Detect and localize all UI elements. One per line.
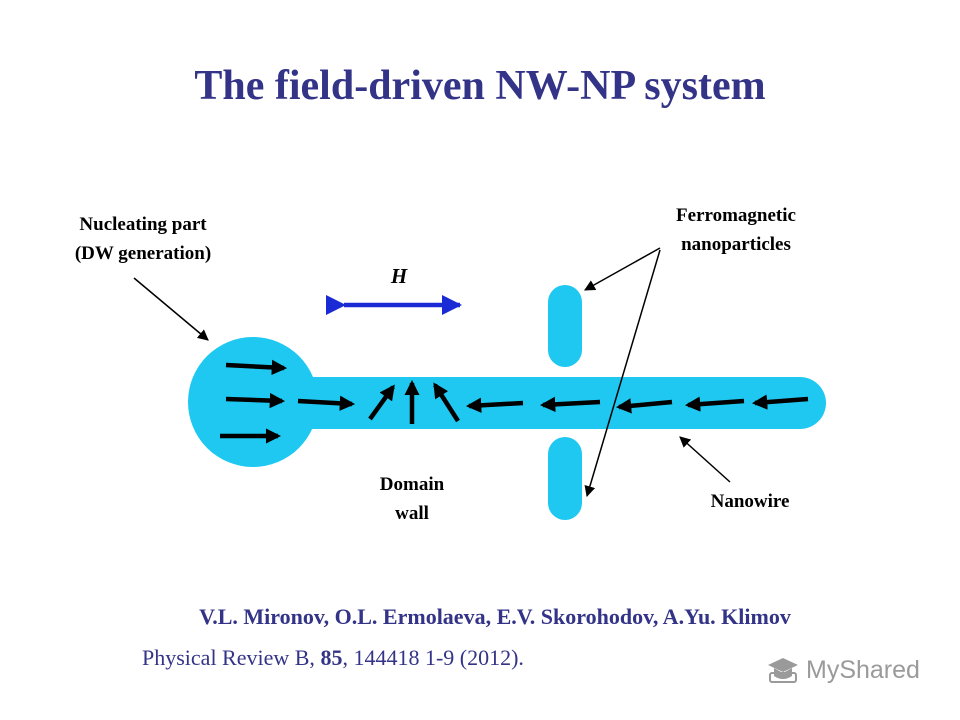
watermark: MyShared: [766, 655, 920, 685]
label-ferromagnetic-nanoparticles: Ferromagnetic nanoparticles: [631, 201, 841, 259]
domain-line1: Domain: [379, 474, 445, 495]
nanoparticle-bottom: [548, 437, 582, 520]
citation-authors: V.L. Mironov, O.L. Ermolaeva, E.V. Skoro…: [199, 604, 791, 629]
mortarboard-icon: [768, 658, 798, 683]
pointer-np-top: [584, 247, 661, 291]
moment-arrow: [368, 384, 395, 421]
nanoparticle-top: [548, 285, 582, 367]
journal-volume: 85: [320, 645, 343, 670]
citation-journal: Physical Review B, 85, 144418 1-9 (2012)…: [142, 645, 524, 671]
pointer-nucleating: [133, 277, 209, 341]
pointer-np-bottom: [584, 249, 661, 498]
label-field-h: H: [390, 264, 408, 288]
moment-arrow: [684, 396, 745, 412]
moment-arrow: [225, 359, 288, 376]
label-nucleating-part: Nucleating part (DW generation): [38, 210, 248, 268]
moment-arrow: [465, 397, 524, 413]
slide-title: The field-driven NW-NP system: [194, 63, 766, 109]
nucleating-line2: (DW generation): [74, 243, 212, 264]
journal-name: Physical Review B,: [142, 645, 315, 670]
ferro-line1: Ferromagnetic: [676, 205, 796, 226]
label-domain-wall: Domain wall: [352, 470, 472, 528]
moment-arrow: [615, 398, 673, 414]
nucleating-line1: Nucleating part: [79, 214, 207, 235]
moment-arrow: [225, 392, 286, 409]
moment-arrow: [539, 396, 601, 412]
label-nanowire: Nanowire: [710, 491, 790, 512]
magnetic-moments: [220, 359, 809, 444]
pointer-nanowire: [679, 436, 731, 483]
journal-pages-year: , 144418 1-9 (2012).: [342, 645, 524, 670]
domain-line2: wall: [395, 503, 429, 524]
moment-arrow: [751, 394, 809, 410]
moment-arrow: [433, 382, 460, 423]
watermark-text: MyShared: [806, 655, 920, 684]
ferro-line2: nanoparticles: [681, 234, 791, 255]
pointer-lines: [133, 247, 731, 498]
moment-arrow: [297, 395, 356, 411]
